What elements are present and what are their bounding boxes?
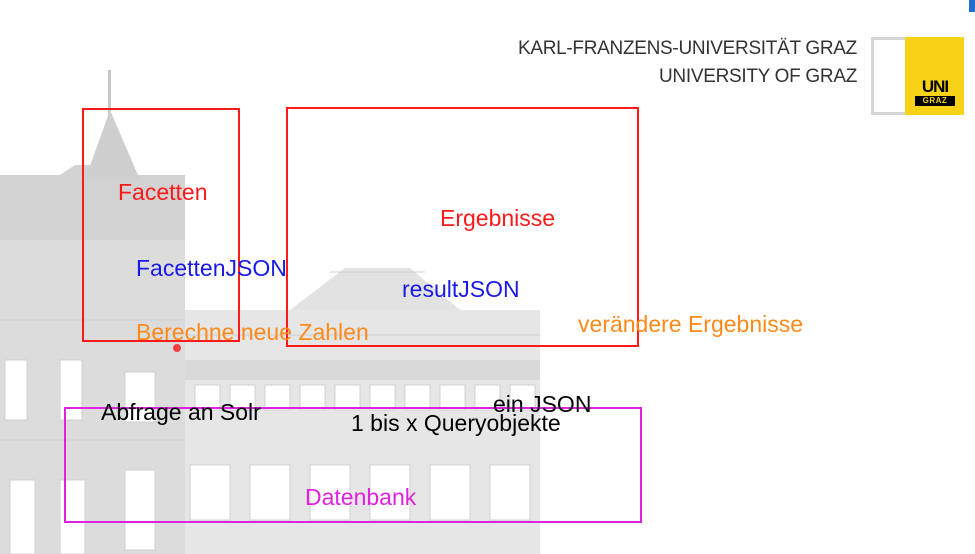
- pointer-dot: [173, 344, 181, 352]
- datenbank-label: Datenbank: [305, 484, 417, 510]
- facetten-json-label: FacettenJSON: [136, 255, 287, 281]
- facetten-label: Facetten: [118, 179, 208, 205]
- result-json-label: resultJSON: [402, 276, 520, 302]
- ein-json-label: ein JSON: [493, 391, 592, 417]
- university-name-de: KARL-FRANZENS-UNIVERSITÄT GRAZ: [517, 38, 857, 59]
- facetten-box: [82, 108, 240, 342]
- queryobjekte-label: 1 bis x Queryobjekte: [351, 410, 561, 436]
- abfrage-label: Abfrage an Solr: [101, 399, 261, 425]
- logo-graz-text: GRAZ: [915, 96, 955, 106]
- logo-uni-text: UNI: [921, 77, 949, 96]
- uni-graz-logo: UNI GRAZ: [871, 37, 964, 115]
- ergebnisse-box: [286, 107, 639, 347]
- logo-wordmark: UNI GRAZ: [915, 78, 955, 106]
- university-name-en: UNIVERSITY OF GRAZ: [659, 66, 857, 87]
- datenbank-box: [64, 407, 642, 523]
- ergebnisse-label: Ergebnisse: [440, 205, 556, 231]
- veraendere-label: verändere Ergebnisse: [578, 311, 804, 337]
- corner-marker: [969, 0, 975, 12]
- berechne-label: Berechne neue Zahlen: [136, 319, 369, 345]
